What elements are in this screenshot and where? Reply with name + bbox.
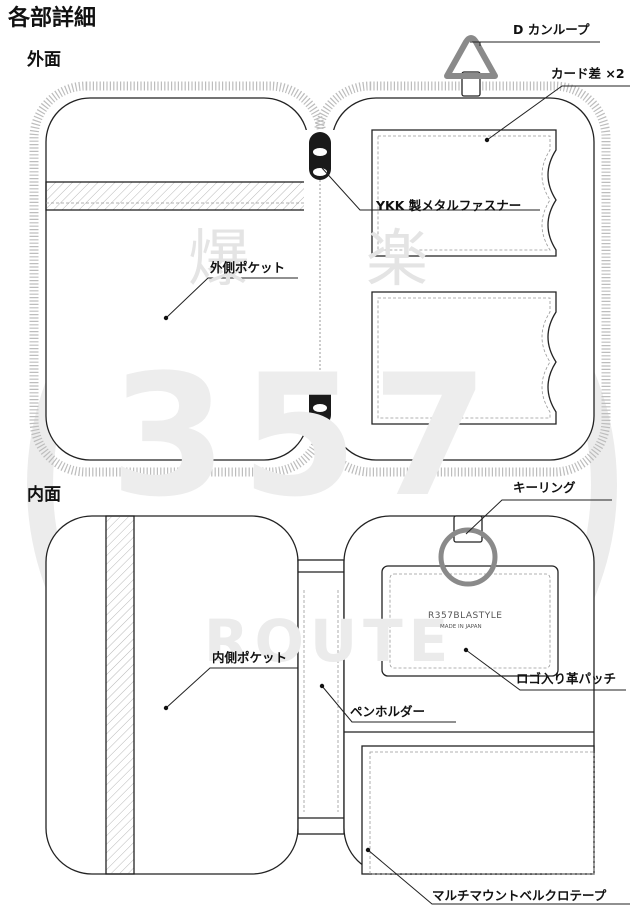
label-leather-patch: ロゴ入り革パッチ (516, 671, 617, 686)
watermark-kanji-right: 楽 (366, 222, 429, 295)
leather-patch (381, 565, 559, 677)
inner-pocket-strip (105, 515, 135, 875)
label-card-slots: カード差 ×2 (551, 66, 625, 81)
label-inner-pocket: 内側ポケット (212, 650, 288, 665)
page-title: 各部詳細 (8, 6, 97, 31)
left-panel-zip-edge (29, 81, 327, 477)
label-zipper: YKK 製メタルファスナー (376, 198, 522, 213)
watermark-number: 357 (110, 338, 503, 534)
card-slot-1 (371, 129, 557, 257)
interior-view (45, 515, 595, 875)
velcro-panel (361, 745, 595, 875)
patch-brand-text: R357BLASTYLE (428, 611, 503, 621)
card-slot-2 (371, 291, 557, 425)
label-d-ring: D カンループ (513, 22, 590, 37)
section-exterior-heading: 外面 (27, 50, 61, 70)
interior-left-panel (45, 515, 299, 875)
label-pen-holder: ペンホルダー (350, 704, 426, 719)
key-ring (438, 527, 498, 587)
leader-dots (163, 137, 490, 853)
patch-made-in-text: MADE IN JAPAN (440, 624, 482, 630)
zipper-pulls (304, 130, 336, 430)
leader-lines (165, 41, 630, 905)
label-velcro: マルチマウントベルクロテープ (432, 888, 607, 903)
section-interior-heading: 内面 (27, 485, 61, 505)
outer-pocket-band (45, 181, 309, 211)
spine (297, 559, 345, 835)
label-key-ring: キーリング (513, 480, 576, 495)
watermark-kanji-left: 爆 (188, 222, 251, 295)
d-ring (444, 35, 498, 79)
watermark-route: ROUTE (204, 607, 455, 675)
label-outer-pocket: 外側ポケット (210, 260, 286, 275)
